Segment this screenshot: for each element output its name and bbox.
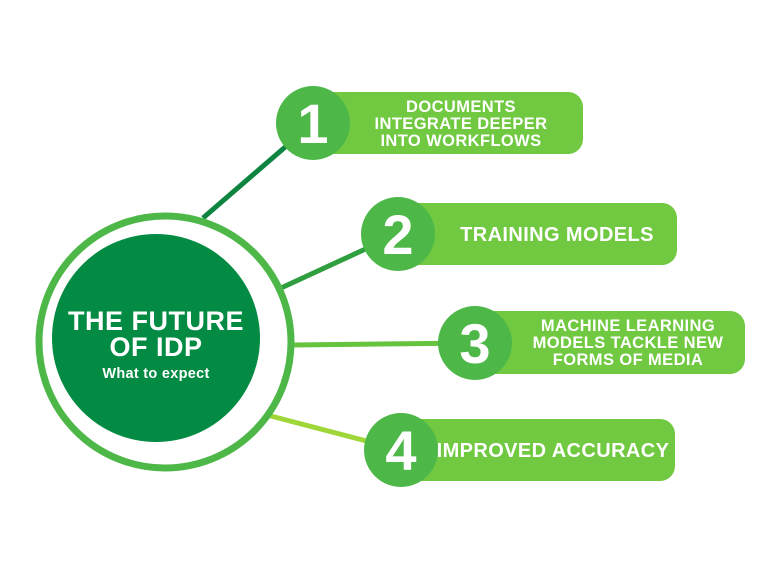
- item-3-label-line-3: FORMS OF MEDIA: [553, 351, 703, 369]
- item-2-label-line-1: TRAINING MODELS: [460, 224, 654, 246]
- item-3-circle: [438, 306, 512, 380]
- center-title-line-1: THE FUTURE: [68, 306, 244, 336]
- center-title-line-2: OF IDP: [109, 332, 202, 362]
- item-4-circle: [364, 413, 438, 487]
- item-1: 1 DOCUMENTS INTEGRATE DEEPER INTO WORKFL…: [276, 86, 583, 160]
- item-4-bar: [390, 419, 675, 481]
- item-1-label-line-3: INTO WORKFLOWS: [380, 132, 541, 150]
- center-circle: [52, 234, 260, 442]
- center-subtitle: What to expect: [102, 366, 209, 382]
- item-1-label-line-1: DOCUMENTS: [406, 98, 516, 116]
- item-3: 3 MACHINE LEARNING MODELS TACKLE NEW FOR…: [438, 306, 745, 380]
- item-3-number: 3: [459, 312, 490, 375]
- item-4-number: 4: [385, 419, 416, 482]
- item-4-label-line-1: IMPROVED ACCURACY: [437, 440, 670, 462]
- item-3-label-line-1: MACHINE LEARNING: [541, 317, 715, 335]
- item-1-label-line-2: INTEGRATE DEEPER: [375, 115, 548, 133]
- item-2-bar: [390, 203, 677, 265]
- item-2-number: 2: [382, 203, 413, 266]
- item-4: 4 IMPROVED ACCURACY: [364, 413, 675, 487]
- item-1-number: 1: [297, 92, 328, 155]
- item-1-bar: [300, 92, 583, 154]
- item-3-bar: [462, 311, 745, 374]
- item-1-circle: [276, 86, 350, 160]
- item-2-circle: [361, 197, 435, 271]
- center-ring: [35, 212, 295, 472]
- item-3-label-line-2: MODELS TACKLE NEW: [533, 334, 724, 352]
- item-2: 2 TRAINING MODELS: [361, 197, 677, 271]
